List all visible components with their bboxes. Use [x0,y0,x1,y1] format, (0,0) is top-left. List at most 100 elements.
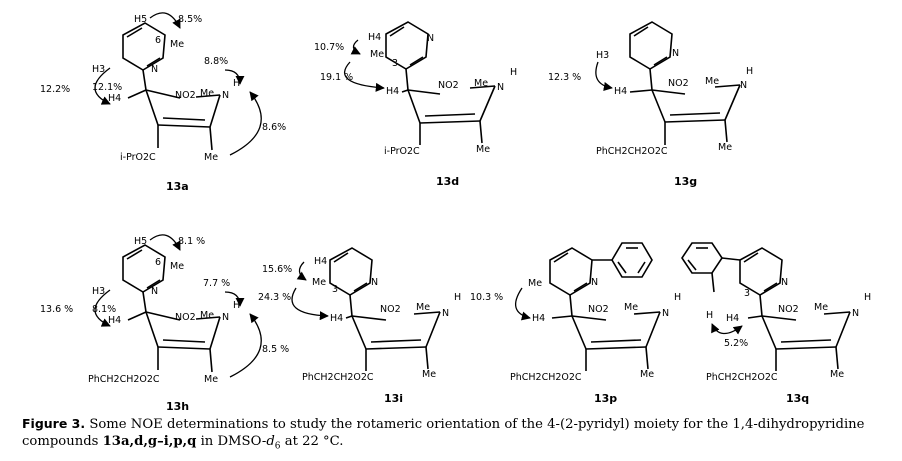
caption-text: Some NOE determinations to study the rot… [22,417,865,449]
pyridine-ring [549,247,612,317]
dihydropyridine-ring [127,89,221,151]
caption-solvent-prefix: in DMSO- [200,434,267,449]
h4-ring-label: H4 [368,32,381,43]
compound-13q: N 3 H H4 NO2 Me N H PhCH2CH2O2C Me 5.2% … [681,242,871,405]
nitrogen-label: N [662,308,669,319]
figure-caption: Figure 3. Some NOE determinations to stu… [22,415,892,456]
h5-label: H5 [134,14,147,25]
no2-label: NO2 [175,312,196,323]
nitrogen-label: N [222,312,229,323]
methyl-label: Me [624,302,638,313]
noe-arrows [711,323,743,335]
ester-label: PhCH2CH2O2C [706,372,778,383]
pyridine-n: N [591,277,598,288]
compound-13g: N H3 H4 NO2 Me N H PhCH2CH2O2C Me 12.3 %… [548,21,753,188]
noe-value: 8.1 % [178,236,205,247]
methyl-label: Me [705,76,719,87]
caption-temp: at 22 °C. [284,434,344,449]
h4-label: H4 [330,313,343,324]
ester-label: PhCH2CH2O2C [596,146,668,157]
methyl-label: Me [640,369,654,380]
caption-compounds: 13a,d,g–i,p,q [102,434,197,449]
h4-label: H4 [108,93,121,104]
h4-label: H4 [614,86,627,97]
ester-label: i-PrO2C [384,146,420,157]
h4-label: H4 [386,86,399,97]
noe-arrows [344,39,385,92]
methyl-label: Me [370,49,384,60]
compound-id: 13p [594,392,617,405]
no2-label: NO2 [778,304,799,315]
ester-label: i-PrO2C [120,152,156,163]
methyl-label: Me [528,278,542,289]
compound-13h: H5 6 Me N H3 H4 NO2 Me N H PhCH2CH2O2C M… [40,234,289,413]
pyridine-ring [122,22,166,91]
compound-id: 13g [674,175,697,188]
methyl-label: Me [170,261,184,272]
locant-6: 6 [155,35,161,46]
h3-label: H3 [92,64,105,75]
methyl-label: Me [204,374,218,385]
noe-value: 13.6 % [40,304,73,315]
methyl-label: Me [312,277,326,288]
noe-value: 5.2% [724,338,748,349]
dihydropyridine-ring [747,311,851,371]
h5-label: H5 [134,236,147,247]
pyridine-n: N [672,48,679,59]
no2-label: NO2 [588,304,609,315]
noe-value: 24.3 % [258,292,291,303]
methyl-label: Me [476,144,490,155]
ester-label: PhCH2CH2O2C [510,372,582,383]
pyridine-ring [721,247,783,317]
dihydropyridine-ring [629,84,741,145]
h3-label: H3 [596,50,609,61]
methyl-label: Me [718,142,732,153]
ester-label: PhCH2CH2O2C [302,372,374,383]
nh-label: H [674,292,681,303]
ester-label: PhCH2CH2O2C [88,374,160,385]
methyl-label: Me [416,302,430,313]
noe-arrows [595,61,613,92]
compound-13i: H4 Me 3 N H4 NO2 Me N H PhCH2CH2O2C Me 1… [258,247,461,405]
locant-3: 3 [744,288,750,299]
pyridine-n: N [427,33,434,44]
noe-value: 8.1% [92,304,116,315]
methyl-label: Me [830,369,844,380]
noe-arrows [291,261,329,321]
nitrogen-label: N [497,82,504,93]
pyridine-n: N [151,64,158,75]
compound-id: 13h [166,400,189,413]
phenyl-ring [611,242,653,278]
compound-id: 13d [436,175,459,188]
h3-label: H3 [92,286,105,297]
dihydropyridine-ring [127,311,221,373]
dihydropyridine-ring [401,85,496,145]
nitrogen-label: N [442,308,449,319]
ortho-h-label: H [706,310,713,321]
methyl-label: Me [204,152,218,163]
no2-label: NO2 [668,78,689,89]
noe-value: 8.5% [178,14,202,25]
compound-13p: N Me H4 NO2 Me N H PhCH2CH2O2C Me 10.3 %… [470,242,681,405]
nh-label: H [746,66,753,77]
nitrogen-label: N [740,80,747,91]
caption-solvent-num: 6 [274,441,281,452]
locant-3: 3 [392,58,398,69]
nitrogen-label: N [222,90,229,101]
pyridine-n: N [151,286,158,297]
noe-value: 12.2% [40,84,70,95]
noe-arrows [514,287,531,321]
no2-label: NO2 [438,80,459,91]
h4-label: H4 [726,313,739,324]
methyl-label: Me [200,310,214,321]
compound-13d: H4 Me 3 N H4 NO2 Me N H i-PrO2C Me 10.7%… [314,21,517,188]
compound-id: 13a [166,180,189,193]
pyridine-ring [629,21,673,91]
nh-label: H [454,292,461,303]
phenyl-ring [681,242,723,293]
compound-13a: H5 6 Me N H3 H4 NO2 Me N H i-PrO2C Me [40,12,286,193]
caption-label: Figure 3. [22,416,86,431]
methyl-label: Me [170,39,184,50]
no2-label: NO2 [380,304,401,315]
noe-value: 10.7% [314,42,344,53]
